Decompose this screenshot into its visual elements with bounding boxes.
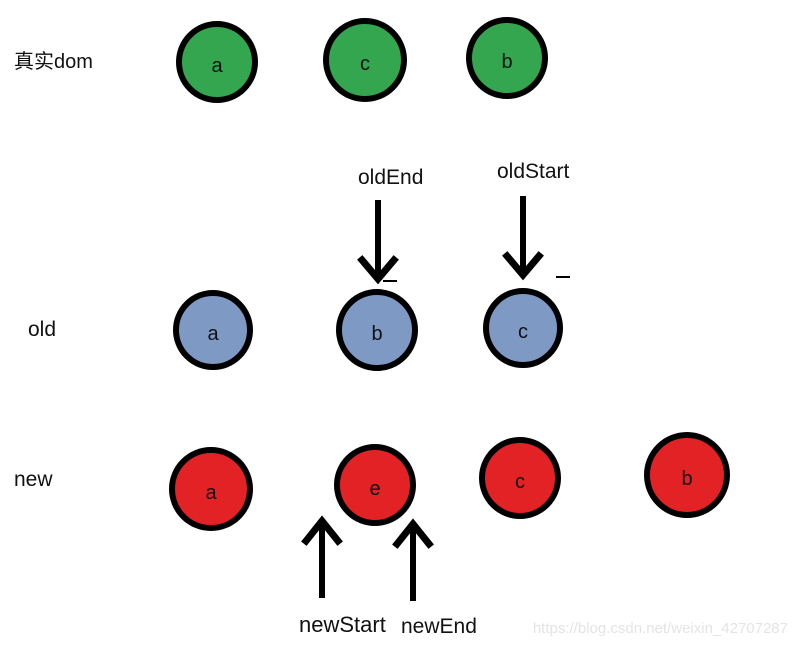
node-label: b xyxy=(681,468,693,490)
new-row-label: new xyxy=(14,468,53,491)
old-node-c: c xyxy=(483,288,563,368)
real-dom-node-c: c xyxy=(323,18,407,102)
oldend-arrow xyxy=(357,200,399,285)
new-node-b: b xyxy=(644,432,730,518)
old-node-b: b xyxy=(336,289,418,371)
newend-arrow xyxy=(392,518,434,601)
newstart-label: newStart xyxy=(299,612,386,637)
node-label: c xyxy=(515,471,525,493)
node-label: a xyxy=(205,482,217,504)
oldstart-label: oldStart xyxy=(497,160,570,183)
real-dom-row-label: 真实dom xyxy=(14,51,93,73)
newstart-arrow xyxy=(301,515,343,598)
old-node-a: a xyxy=(173,290,253,370)
node-label: a xyxy=(211,55,223,77)
node-label: c xyxy=(360,53,370,75)
node-label: a xyxy=(207,323,219,345)
new-node-e: e xyxy=(334,444,416,526)
new-node-a: a xyxy=(169,447,253,531)
real-dom-node-a: a xyxy=(176,21,258,103)
node-label: b xyxy=(371,323,383,345)
new-node-c: c xyxy=(479,437,561,519)
newend-label: newEnd xyxy=(401,615,477,638)
real-dom-node-b: b xyxy=(466,17,548,99)
node-label: e xyxy=(369,478,381,500)
watermark: https://blog.csdn.net/weixin_42707287 xyxy=(532,620,788,637)
node-label: b xyxy=(501,51,513,73)
oldstart-arrow xyxy=(502,196,570,281)
old-row-label: old xyxy=(28,318,57,341)
node-label: c xyxy=(518,321,528,343)
oldend-label: oldEnd xyxy=(358,166,424,189)
